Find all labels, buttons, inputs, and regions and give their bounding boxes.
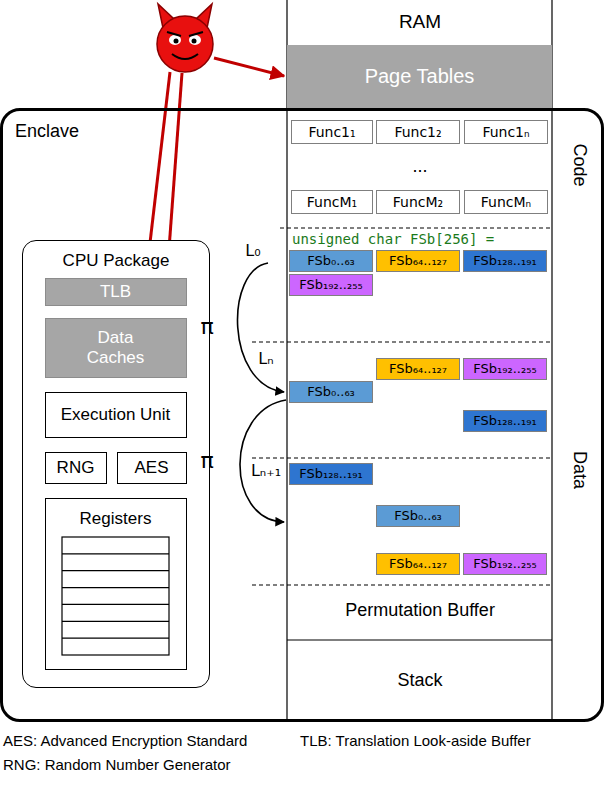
node-text: TLB	[100, 282, 131, 302]
node-text: FuncM₁	[307, 194, 357, 210]
node-text: Func1ₙ	[482, 124, 529, 140]
node-text: FSb₆₄..₁₂₇	[389, 557, 447, 572]
node-text: Page Tables	[365, 65, 475, 88]
node-text: FSb₁₉₂..₂₅₅	[473, 362, 536, 377]
layout-label: Lₙ₊₁	[251, 461, 281, 480]
sbox-chunk: FSb₁₉₂..₂₅₅	[463, 553, 547, 575]
sbox-chunk: FSb₁₂₈..₁₉₁	[289, 463, 373, 485]
region-label: Permutation Buffer	[345, 600, 495, 621]
node-text: FSb₆₄..₁₂₇	[389, 362, 447, 377]
region-separators	[252, 228, 552, 585]
section-label: Data	[569, 451, 590, 489]
abbreviation-note: AES: Advanced Encryption Standard	[3, 732, 247, 749]
section-label: Code	[569, 143, 590, 186]
sbox-chunk: FSb₁₉₂..₂₅₅	[463, 358, 547, 380]
function-box: Func1ₙ	[464, 120, 548, 144]
node-text: FuncM₂	[393, 194, 443, 210]
function-box: FuncM₂	[376, 190, 460, 214]
sbox-chunk: FSb₁₉₂..₂₅₅	[289, 274, 373, 296]
function-box: Func1₂	[376, 120, 460, 144]
attack-arrow	[214, 58, 284, 76]
layout-label: Lₙ	[258, 349, 273, 368]
attacker-devil	[157, 4, 213, 72]
page-tables-box: Page Tables	[287, 45, 552, 108]
abbreviation-note: TLB: Translation Look-aside Buffer	[300, 732, 531, 749]
node-text: Enclave	[15, 121, 79, 142]
ellipsis: ...	[412, 156, 427, 177]
function-box: FuncM₁	[291, 190, 373, 214]
sbox-chunk: FSb₆₄..₁₂₇	[376, 250, 460, 272]
node-text: FSb₁₉₂..₂₅₅	[473, 557, 536, 572]
sbox-chunk: FSb₁₂₈..₁₉₁	[463, 250, 547, 272]
permutation-symbol: π	[200, 314, 213, 339]
node-text: RNG	[57, 458, 95, 478]
sbox-chunk: FSb₀..₆₃	[376, 505, 460, 527]
function-box: Func1₁	[291, 120, 373, 144]
node-text: FuncMₙ	[481, 194, 531, 210]
sbox-chunk: FSb₆₄..₁₂₇	[376, 553, 460, 575]
region-label: Stack	[397, 670, 442, 691]
node-text: FSb₀..₆₃	[394, 509, 442, 524]
node-text: FSb₁₂₈..₁₉₁	[473, 414, 536, 429]
sbox-chunk: FSb₀..₆₃	[289, 250, 373, 272]
node-text: FSb₆₄..₁₂₇	[389, 254, 447, 269]
gray-component-box: Data Caches	[45, 318, 187, 378]
permutation-symbol: π	[200, 448, 213, 473]
enclave-region: EnclaveCPU PackageTLB Data CachesExecutio…	[0, 108, 604, 722]
sbox-chunk: FSb₁₂₈..₁₉₁	[463, 410, 547, 432]
stack-separator	[287, 639, 552, 640]
registers-box: Registers	[45, 498, 187, 670]
abbreviation-note: RNG: Random Number Generator	[3, 756, 231, 773]
component-box: Execution Unit	[45, 392, 187, 438]
code-text: unsigned char FSb[256] =	[292, 231, 494, 247]
node-text: Execution Unit	[61, 405, 171, 425]
permutation-arc	[238, 263, 284, 392]
region-title: RAM	[399, 11, 441, 33]
node-text: Func1₂	[394, 124, 441, 140]
component-box: RNG	[45, 452, 107, 484]
node-text: FSb₁₂₈..₁₉₁	[299, 467, 362, 482]
node-text: FSb₀..₆₃	[307, 385, 355, 400]
component-box: AES	[117, 452, 187, 484]
permutation-arc	[240, 400, 286, 522]
node-text: Func1₁	[308, 124, 355, 140]
cpu-package-box: CPU PackageTLB Data CachesExecution UnitR…	[22, 240, 210, 688]
node-text: CPU Package	[63, 251, 170, 271]
sbox-chunk: FSb₀..₆₃	[289, 381, 373, 403]
node-text: Registers	[80, 509, 152, 529]
function-box: FuncMₙ	[464, 190, 548, 214]
node-text: FSb₁₂₈..₁₉₁	[473, 254, 536, 269]
layout-label: L₀	[245, 241, 260, 260]
sbox-chunk: FSb₆₄..₁₂₇	[376, 358, 460, 380]
node-text: AES	[134, 458, 168, 478]
node-text: FSb₀..₆₃	[307, 254, 355, 269]
gray-component-box: TLB	[45, 278, 187, 306]
node-text: FSb₁₉₂..₂₅₅	[299, 278, 362, 293]
node-text: Data Caches	[81, 328, 151, 367]
